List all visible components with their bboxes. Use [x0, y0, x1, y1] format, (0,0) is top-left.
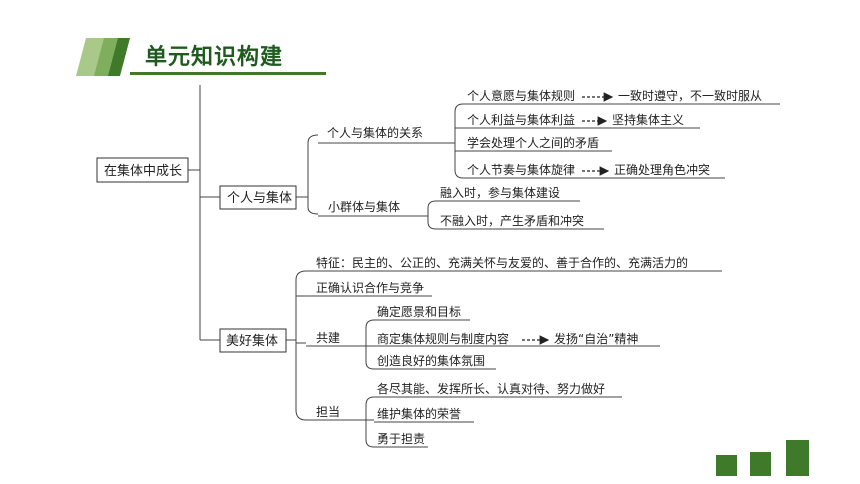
branch-label: 美好集体: [226, 333, 278, 349]
connector-relation-items: [445, 103, 464, 179]
leaf-text: 维护集体的荣誉: [377, 406, 461, 421]
connector-group-items: [418, 200, 437, 230]
leaf-text: 个人意愿与集体规则: [467, 88, 575, 103]
corner-block-3: [786, 440, 809, 476]
header-underline: [130, 72, 326, 75]
leaf-text: 学会处理个人之间的矛盾: [467, 135, 599, 150]
connector-duty-items: [360, 396, 375, 448]
root-box: [96, 157, 189, 183]
corner-block-2: [750, 452, 771, 476]
node-label: 小群体与集体: [328, 199, 400, 214]
branch-box-2: [219, 328, 287, 353]
leaf-result: 正确处理角色冲突: [614, 162, 710, 177]
header-stripe-dark: [108, 38, 130, 76]
connector-root: [188, 85, 201, 340]
leaf-text: 个人利益与集体利益: [467, 112, 575, 127]
leaf-text: 确定愿景和目标: [377, 304, 461, 319]
branch-label: 个人与集体: [227, 190, 292, 206]
node-label: 特征：民主的、公正的、充满关怀与友爱的、善于合作的、充满活力的: [316, 255, 688, 270]
leaf-result: 一致时遵守，不一致时服从: [618, 88, 762, 103]
root-node: 在集体中成长: [104, 163, 182, 179]
leaf-text: 融入时，参与集体建设: [440, 185, 560, 200]
leaf-text: 各尽其能、发挥所长、认真对待、努力做好: [377, 381, 605, 396]
node-label: 正确认识合作与竞争: [316, 280, 424, 295]
branch-box-1: [219, 185, 297, 210]
node-label: 共建: [316, 331, 340, 345]
corner-block-1: [716, 455, 737, 476]
header-stripe-mid: [94, 38, 122, 76]
leaf-text: 勇于担责: [377, 432, 425, 446]
connector-build-items: [360, 319, 375, 370]
leaf-result: 坚持集体主义: [612, 112, 684, 127]
page-title: 单元知识构建: [145, 45, 284, 70]
leaf-text: 创造良好的集体氛围: [377, 353, 485, 368]
leaf-text: 商定集体规则与制度内容: [377, 331, 509, 346]
connector-b1-children: [296, 134, 319, 215]
node-label: 个人与集体的关系: [327, 125, 423, 140]
leaf-result: 发扬“自治”精神: [554, 331, 638, 346]
leaf-text: 个人节奏与集体旋律: [467, 162, 575, 177]
connector-b2-children: [286, 270, 307, 421]
leaf-text: 不融入时，产生矛盾和冲突: [440, 213, 584, 228]
node-label: 担当: [316, 405, 340, 419]
